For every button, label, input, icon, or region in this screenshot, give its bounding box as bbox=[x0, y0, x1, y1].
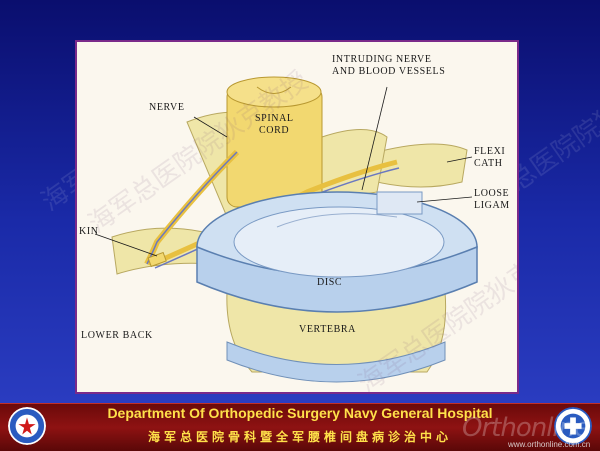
lower-disc bbox=[226, 341, 446, 383]
site-url: www.orthonline.com.cn bbox=[508, 440, 591, 449]
disc-nucleus bbox=[233, 206, 445, 278]
label-flexi-1: FLEXI bbox=[474, 146, 505, 157]
hospital-logo-icon bbox=[8, 407, 46, 445]
label-intruding-1: INTRUDING NERVE bbox=[332, 54, 432, 65]
footer-bar bbox=[0, 403, 600, 451]
slide-background: 海军总医院院狄克教授 海军总医院院狄克教授 bbox=[0, 0, 600, 403]
brand-watermark: Orthonline bbox=[462, 413, 590, 443]
label-intruding-2: AND BLOOD VESSELS bbox=[332, 66, 445, 77]
label-nerve: NERVE bbox=[149, 102, 185, 113]
label-loose-2: LIGAM bbox=[474, 200, 510, 211]
footer-english-title: Department Of Orthopedic Surgery Navy Ge… bbox=[107, 405, 493, 421]
diagram-frame: INTRUDING NERVE AND BLOOD VESSELS NERVE … bbox=[75, 40, 519, 394]
label-vertebra: VERTEBRA bbox=[299, 324, 356, 335]
label-loose-1: LOOSE bbox=[474, 188, 509, 199]
vertebra-body bbox=[226, 291, 447, 373]
transverse-process-right bbox=[376, 143, 468, 188]
label-lower-back: LOWER BACK bbox=[81, 330, 153, 341]
loose-ligament bbox=[376, 191, 423, 215]
label-disc: DISC bbox=[317, 277, 342, 288]
spine-diagram: INTRUDING NERVE AND BLOOD VESSELS NERVE … bbox=[79, 54, 510, 383]
label-spinal-cord-1: SPINAL bbox=[255, 113, 294, 124]
label-spinal-cord-2: CORD bbox=[259, 125, 289, 136]
orthopedic-center-logo-icon bbox=[554, 407, 592, 445]
label-skin: KIN bbox=[79, 226, 99, 237]
footer-chinese-title: 海军总医院骨科暨全军腰椎间盘病诊治中心 bbox=[147, 430, 452, 444]
label-flexi-2: CATH bbox=[474, 158, 503, 169]
